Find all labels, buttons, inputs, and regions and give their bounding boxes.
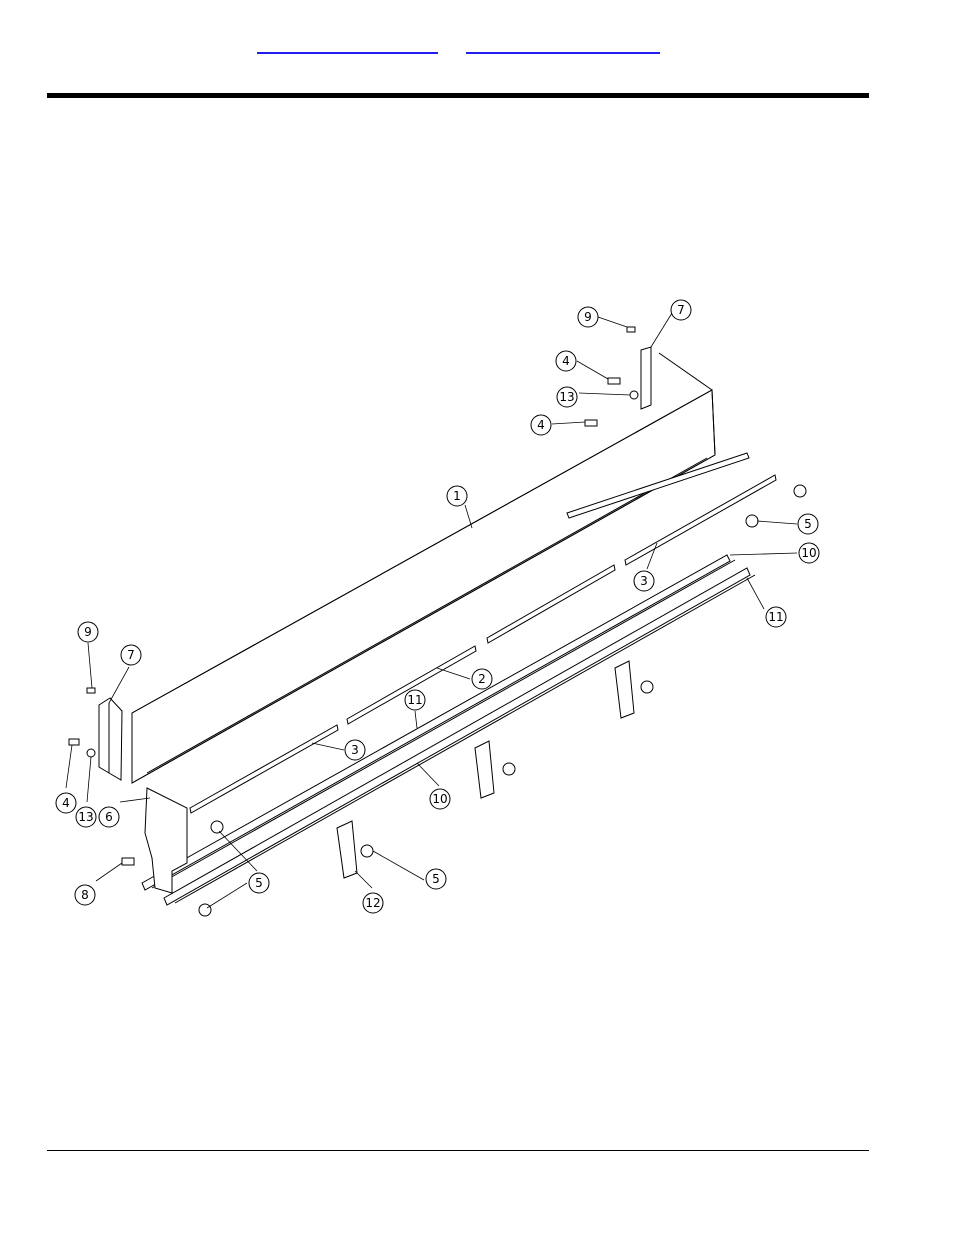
lower-strips [142, 555, 755, 905]
svg-text:13: 13 [559, 390, 574, 404]
svg-text:5: 5 [804, 517, 812, 531]
callout-10-mid: 10 [430, 789, 450, 809]
svg-text:1: 1 [453, 489, 461, 503]
callout-1: 1 [447, 486, 467, 506]
svg-text:11: 11 [407, 693, 422, 707]
svg-text:8: 8 [81, 888, 89, 902]
svg-text:5: 5 [255, 876, 263, 890]
callout-3-right: 3 [634, 571, 654, 591]
callout-12: 12 [363, 893, 383, 913]
svg-text:10: 10 [801, 546, 816, 560]
callout-13-left: 13 [76, 807, 96, 827]
callout-11-mid: 11 [405, 690, 425, 710]
svg-text:9: 9 [584, 310, 592, 324]
svg-text:3: 3 [640, 574, 648, 588]
callout-7-top: 7 [671, 300, 691, 320]
svg-text:10: 10 [432, 792, 447, 806]
svg-text:3: 3 [351, 743, 359, 757]
exploded-parts-diagram: 9 7 4 13 4 1 5 10 3 11 9 7 2 11 3 4 13 6… [47, 293, 830, 933]
svg-text:4: 4 [537, 418, 545, 432]
callout-4-mid: 4 [531, 415, 551, 435]
callout-13-top: 13 [557, 387, 577, 407]
callout-9-left: 9 [78, 622, 98, 642]
callout-10-right: 10 [799, 543, 819, 563]
main-panel [132, 353, 715, 783]
end-plate-right [641, 347, 651, 409]
svg-text:4: 4 [562, 354, 570, 368]
svg-text:4: 4 [62, 796, 70, 810]
header-rule [47, 93, 869, 98]
svg-text:13: 13 [78, 810, 93, 824]
callout-9-top: 9 [578, 307, 598, 327]
svg-text:6: 6 [105, 810, 113, 824]
callout-5-left: 5 [249, 873, 269, 893]
svg-text:11: 11 [768, 610, 783, 624]
svg-text:2: 2 [478, 672, 486, 686]
end-plate-left [99, 698, 122, 780]
callout-2: 2 [472, 669, 492, 689]
callout-4-top: 4 [556, 351, 576, 371]
footer-rule [47, 1150, 869, 1151]
svg-text:12: 12 [365, 896, 380, 910]
svg-text:7: 7 [677, 303, 685, 317]
callout-8: 8 [75, 885, 95, 905]
svg-text:9: 9 [84, 625, 92, 639]
callout-11-right: 11 [766, 607, 786, 627]
callout-6: 6 [99, 807, 119, 827]
svg-text:5: 5 [432, 872, 440, 886]
callout-4-left: 4 [56, 793, 76, 813]
svg-text:7: 7 [127, 648, 135, 662]
nav-link-right[interactable] [466, 52, 660, 54]
callout-5-bottom: 5 [426, 869, 446, 889]
callout-7-left: 7 [121, 645, 141, 665]
callout-3-left: 3 [345, 740, 365, 760]
nav-link-left[interactable] [257, 52, 438, 54]
callout-5-right: 5 [798, 514, 818, 534]
